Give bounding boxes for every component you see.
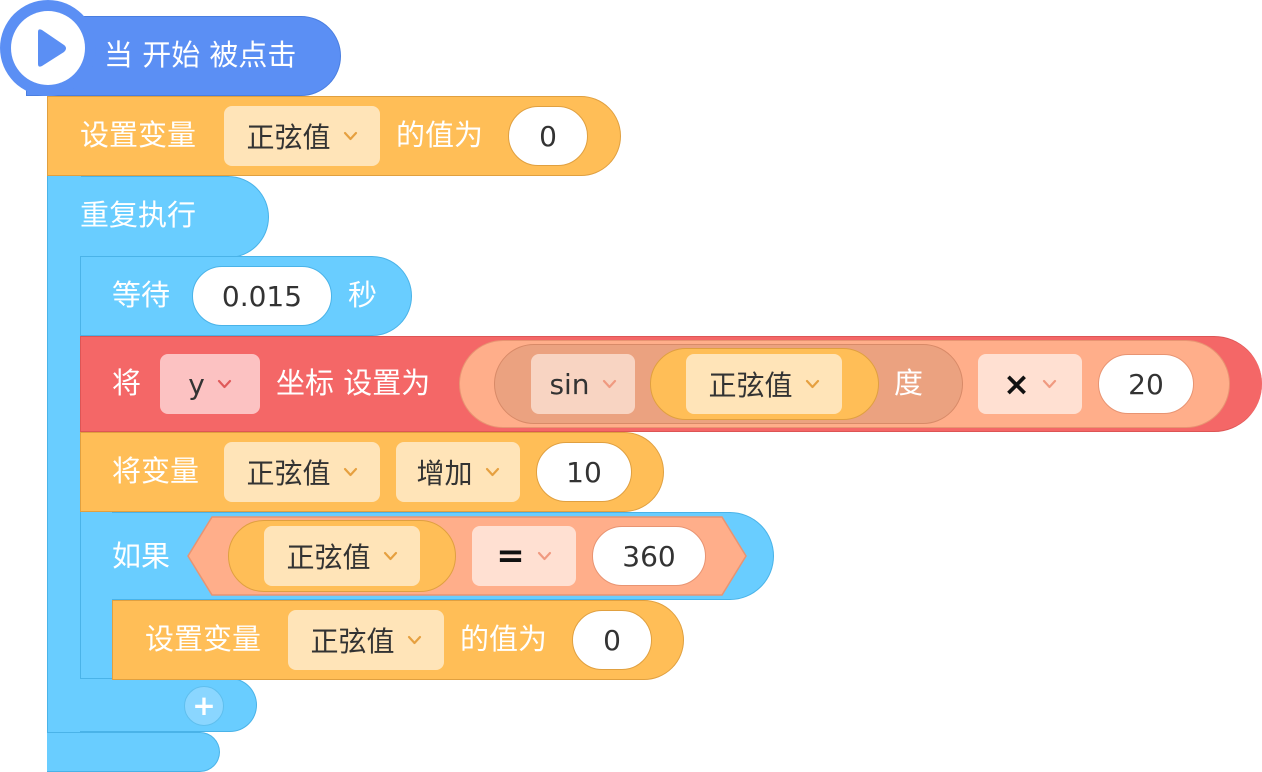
if-value-input[interactable]: 360 xyxy=(592,526,706,586)
set-coordinate-prefix: 将 xyxy=(112,366,142,400)
multiply-operator-label: × xyxy=(1003,365,1030,403)
seconds-unit-label: 秒 xyxy=(348,278,378,312)
if-label: 如果 xyxy=(112,539,171,573)
change-variable-dropdown[interactable]: 正弦值 xyxy=(224,442,380,502)
change-variable-label: 将变量 xyxy=(112,454,200,488)
chevron-down-icon xyxy=(343,131,357,141)
set-coordinate-middle-label: 坐标 设置为 xyxy=(276,366,431,400)
chevron-down-icon xyxy=(217,379,231,389)
function-label: sin xyxy=(549,367,590,401)
axis-dropdown[interactable]: y xyxy=(160,354,260,414)
value-input-inner[interactable]: 0 xyxy=(572,610,652,670)
if-variable-dropdown[interactable]: 正弦值 xyxy=(264,526,420,586)
change-variable-dropdown-label: 正弦值 xyxy=(246,457,331,490)
value-suffix-label: 的值为 xyxy=(396,118,484,152)
chevron-down-icon xyxy=(343,467,357,477)
chevron-down-icon xyxy=(1042,379,1057,389)
chevron-down-icon xyxy=(602,379,616,389)
chevron-down-icon xyxy=(805,379,819,389)
set-variable-inner-label: 设置变量 xyxy=(145,622,262,656)
multiplier-input[interactable]: 20 xyxy=(1098,354,1194,414)
value-suffix-inner-label: 的值为 xyxy=(460,622,548,656)
change-value-input[interactable]: 10 xyxy=(536,442,632,502)
plus-icon: + xyxy=(192,689,216,722)
chevron-down-icon xyxy=(485,467,499,477)
value-input[interactable]: 0 xyxy=(508,106,588,166)
function-dropdown[interactable]: sin xyxy=(531,354,635,414)
wait-seconds-input[interactable]: 0.015 xyxy=(192,266,332,326)
wait-label: 等待 xyxy=(112,278,171,312)
variable-dropdown[interactable]: 正弦值 xyxy=(224,106,380,166)
variable-dropdown-inner-label: 正弦值 xyxy=(310,625,395,658)
chevron-down-icon xyxy=(407,635,421,645)
forever-label: 重复执行 xyxy=(80,198,197,232)
play-button[interactable] xyxy=(11,11,85,85)
add-block-button[interactable]: + xyxy=(184,686,224,726)
if-operator-label: = xyxy=(496,536,525,576)
multiply-operator-dropdown[interactable]: × xyxy=(978,354,1082,414)
if-operator-dropdown[interactable]: = xyxy=(472,526,576,586)
axis-label: y xyxy=(188,367,205,401)
play-icon xyxy=(38,29,66,67)
if-variable-label: 正弦值 xyxy=(286,541,371,574)
hat-label: 当 开始 被点击 xyxy=(104,38,297,72)
chevron-down-icon xyxy=(383,551,397,561)
variable-dropdown-label: 正弦值 xyxy=(246,121,331,154)
variable-dropdown-inner[interactable]: 正弦值 xyxy=(288,610,444,670)
sin-variable-dropdown[interactable]: 正弦值 xyxy=(686,354,842,414)
degree-unit-label: 度 xyxy=(894,366,924,400)
change-action-label: 增加 xyxy=(416,457,473,490)
change-action-dropdown[interactable]: 增加 xyxy=(396,442,520,502)
set-variable-label: 设置变量 xyxy=(80,118,197,152)
sin-variable-label: 正弦值 xyxy=(708,369,793,402)
chevron-down-icon xyxy=(537,551,551,561)
